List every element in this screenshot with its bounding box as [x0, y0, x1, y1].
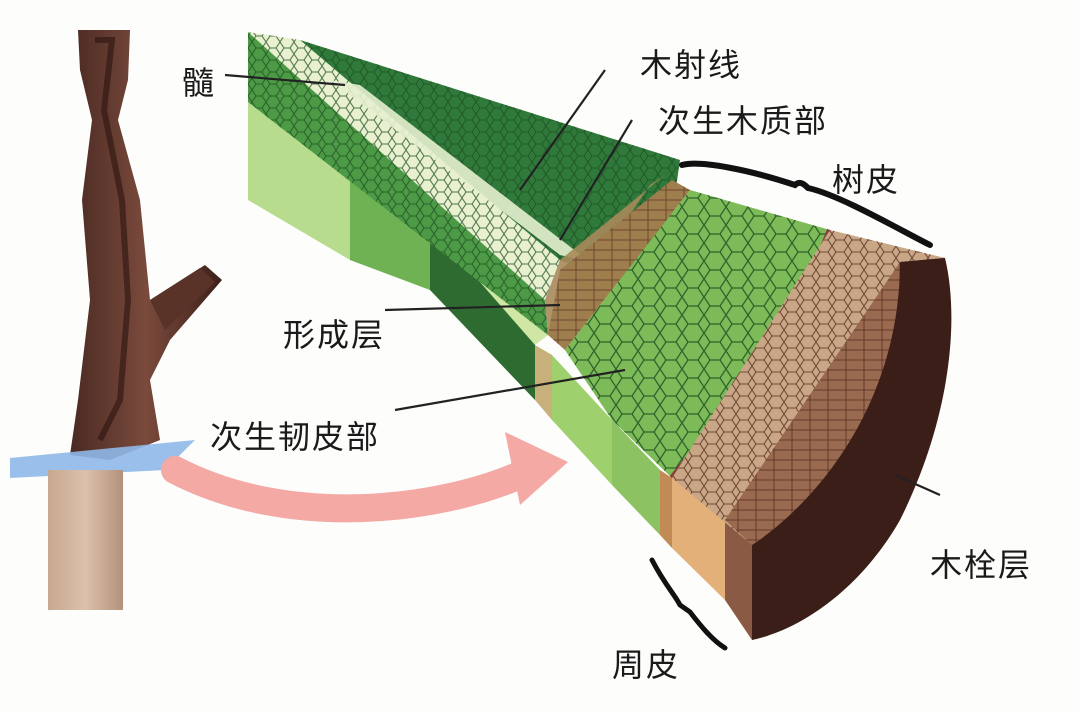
label-pith: 髓 — [182, 64, 217, 102]
lower-trunk — [48, 470, 123, 610]
tree-trunk — [70, 30, 222, 460]
arrow-icon — [161, 432, 568, 523]
label-periderm: 周皮 — [612, 646, 681, 684]
label-secondary-xylem: 次生木质部 — [658, 102, 829, 140]
label-secondary-phloem: 次生韧皮部 — [210, 418, 381, 456]
label-bark: 树皮 — [832, 161, 901, 199]
section-plane — [10, 440, 195, 478]
label-cambium: 形成层 — [283, 316, 386, 354]
label-ray: 木射线 — [640, 46, 743, 84]
bark-brace — [679, 160, 933, 248]
leader-lines — [224, 69, 941, 497]
stem-wedge-section — [248, 32, 952, 640]
label-cork: 木栓层 — [930, 546, 1033, 584]
periderm-brace — [649, 557, 728, 651]
